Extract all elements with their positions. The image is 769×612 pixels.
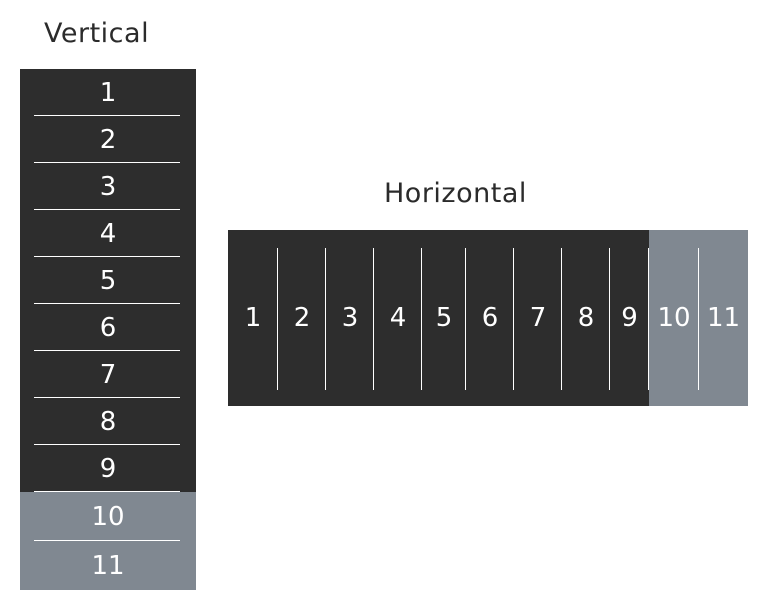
vertical-cell-9: 9	[20, 445, 196, 493]
vertical-cell-8: 8	[20, 398, 196, 446]
horizontal-cell-label: 3	[341, 303, 359, 333]
horizontal-cell-label: 6	[481, 303, 499, 333]
vertical-cell-10: 10	[20, 492, 196, 542]
vertical-cell-label: 7	[99, 359, 117, 390]
horizontal-cell-11: 11	[699, 230, 748, 406]
vertical-cell-label: 10	[91, 501, 125, 532]
vertical-strip: 1 2 3 4 5 6 7 8 9 10 11	[20, 69, 196, 590]
horizontal-cell-4: 4	[374, 230, 423, 406]
vertical-cell-label: 5	[99, 265, 117, 296]
vertical-title: Vertical	[44, 18, 150, 49]
vertical-cell-5: 5	[20, 257, 196, 305]
horizontal-cell-3: 3	[326, 230, 375, 406]
vertical-cell-3: 3	[20, 163, 196, 211]
vertical-cell-11: 11	[20, 541, 196, 590]
vertical-cell-label: 1	[99, 77, 117, 108]
vertical-cell-1: 1	[20, 69, 196, 117]
vertical-cell-6: 6	[20, 304, 196, 352]
horizontal-cell-label: 8	[577, 303, 595, 333]
horizontal-cell-10: 10	[649, 230, 700, 406]
horizontal-cell-label: 5	[435, 303, 453, 333]
horizontal-cell-6: 6	[466, 230, 515, 406]
horizontal-cell-2: 2	[278, 230, 327, 406]
horizontal-cell-8: 8	[562, 230, 611, 406]
vertical-cell-2: 2	[20, 116, 196, 164]
horizontal-cell-7: 7	[514, 230, 563, 406]
vertical-cell-label: 11	[91, 550, 125, 581]
horizontal-cell-1: 1	[228, 230, 279, 406]
horizontal-cell-label: 1	[244, 303, 262, 333]
horizontal-cell-label: 11	[706, 303, 741, 333]
horizontal-cell-label: 10	[657, 303, 691, 333]
horizontal-cell-label: 4	[389, 303, 407, 333]
vertical-cell-label: 3	[99, 171, 117, 202]
horizontal-cell-label: 9	[621, 303, 638, 333]
vertical-cell-4: 4	[20, 210, 196, 258]
vertical-cell-label: 9	[99, 453, 117, 484]
vertical-cell-label: 2	[99, 124, 117, 155]
horizontal-title: Horizontal	[384, 178, 527, 209]
horizontal-cell-label: 7	[529, 303, 547, 333]
vertical-cell-label: 6	[99, 312, 117, 343]
horizontal-cell-5: 5	[422, 230, 467, 406]
horizontal-cell-9: 9	[610, 230, 650, 406]
vertical-cell-label: 4	[99, 218, 117, 249]
vertical-cell-label: 8	[99, 406, 117, 437]
horizontal-cell-label: 2	[293, 303, 311, 333]
vertical-cell-7: 7	[20, 351, 196, 399]
